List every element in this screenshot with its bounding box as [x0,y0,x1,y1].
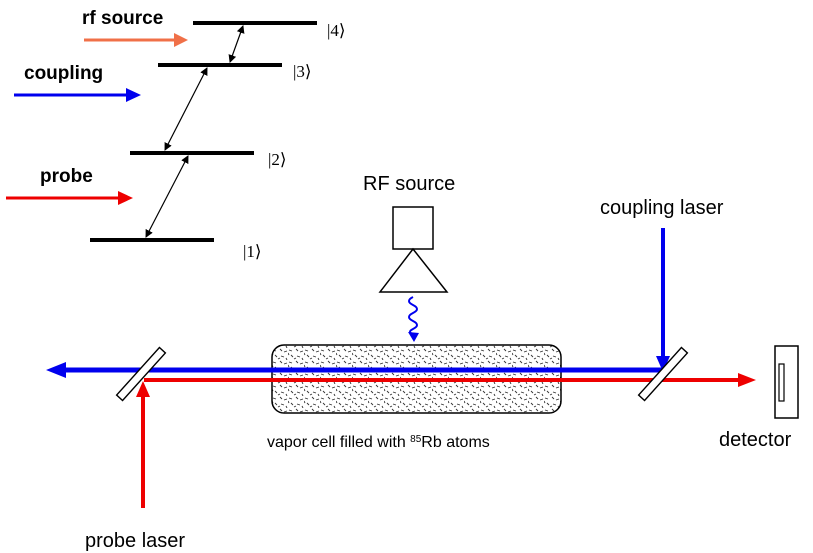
coupling-laser-label: coupling laser [600,197,724,219]
rf-source-box [392,206,434,250]
rf-wave-arrowhead [408,332,419,342]
probe-laser-arrowhead [136,381,150,397]
horn-antenna [378,247,449,293]
rf-source-arrowhead [174,33,188,47]
coupling-beam-arrowhead [46,362,66,378]
state-2-label: |2⟩ [268,150,287,169]
rf-wave-icon [408,296,418,335]
rf-source-label: RF source [363,173,455,195]
state-4-label: |4⟩ [327,21,346,40]
mirror-right [637,346,689,402]
state-3-label: |3⟩ [293,62,312,81]
beams [46,228,756,508]
mirror-left [115,346,167,402]
coupling-arrowhead [126,88,141,102]
transition-3-4 [228,25,245,63]
state-1-label: |1⟩ [243,242,262,261]
detector-label: detector [719,429,792,451]
probe-laser-label: probe laser [85,530,185,552]
coupling-legend-label: coupling [24,63,103,84]
probe-arrowhead [118,191,133,205]
rf-source-legend-label: rf source [82,8,163,29]
rf-source-unit: RF source [363,173,455,342]
vapor-cell-label: vapor cell filled with 85Rb atoms [267,434,490,452]
vapor-cell: vapor cell filled with 85Rb atoms [267,344,562,452]
detector-window [778,363,785,402]
coupling-laser-arrowhead [656,356,670,372]
probe-beam-arrowhead [738,373,756,387]
energy-level-diagram: rf source coupling probe |4⟩ |3⟩ |2⟩ |1⟩ [6,8,346,261]
detector: detector [719,345,799,451]
transition-2-3 [164,67,208,151]
probe-legend-label: probe [40,166,93,187]
transition-1-2 [145,155,189,238]
